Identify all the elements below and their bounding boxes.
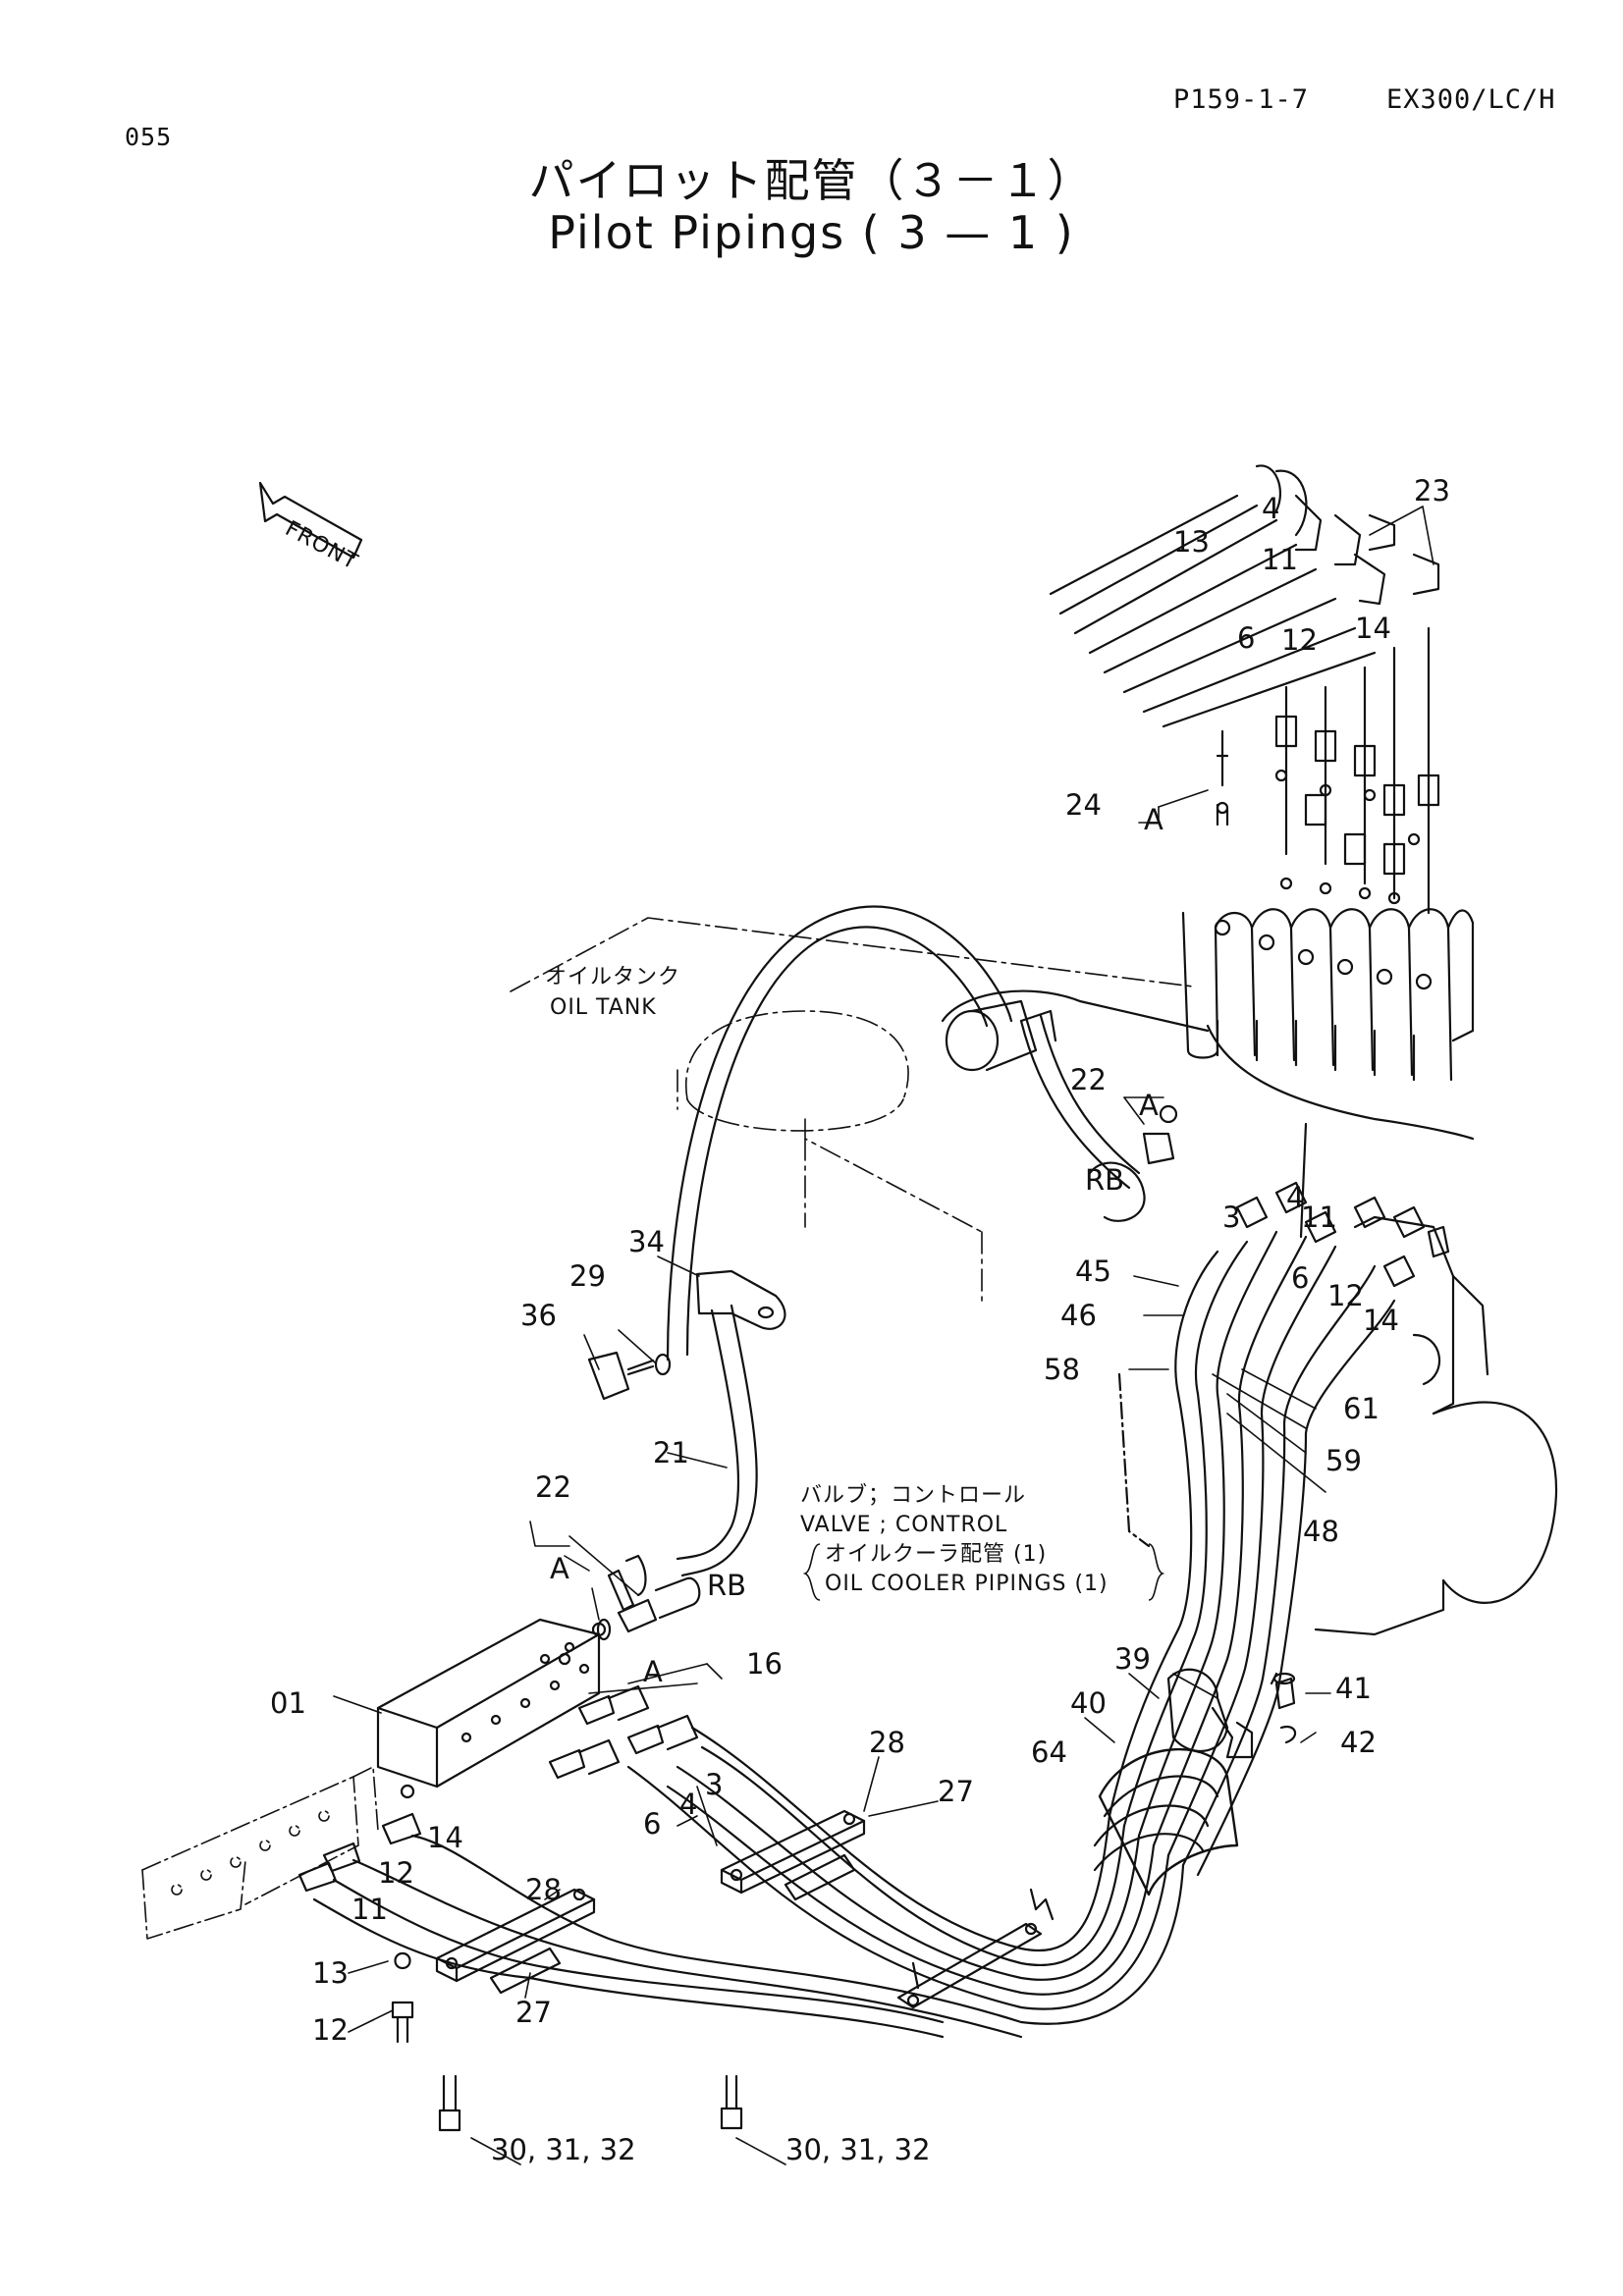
callout-29: 29 bbox=[569, 1259, 606, 1293]
callout-46: 46 bbox=[1060, 1299, 1097, 1332]
page-title-japanese: パイロット配管（３－１） bbox=[528, 154, 1095, 207]
callout-13: 13 bbox=[312, 1956, 349, 1990]
callout-24: 24 bbox=[1065, 788, 1102, 822]
callout-34: 34 bbox=[628, 1225, 665, 1258]
callout-12: 12 bbox=[1327, 1279, 1364, 1312]
callout-28: 28 bbox=[525, 1873, 562, 1906]
clamp-plates bbox=[435, 1809, 1055, 2009]
bolts-lower bbox=[391, 1554, 1278, 2132]
callout-41: 41 bbox=[1335, 1672, 1372, 1705]
callout-6: 6 bbox=[643, 1807, 661, 1841]
hose-rb-upper bbox=[941, 989, 1210, 1222]
leader-lines bbox=[333, 506, 1434, 2165]
callout-13: 13 bbox=[1173, 525, 1210, 559]
callout-40: 40 bbox=[1070, 1686, 1107, 1720]
oil-tank-label-en: OIL TANK bbox=[550, 995, 657, 1020]
label-rb-upper: RB bbox=[1085, 1163, 1124, 1197]
callout-6: 6 bbox=[1237, 621, 1255, 655]
callout-6: 6 bbox=[1291, 1261, 1309, 1295]
callout-23: 23 bbox=[1414, 474, 1450, 507]
callout-11: 11 bbox=[352, 1893, 388, 1926]
callout-61: 61 bbox=[1343, 1392, 1380, 1425]
cooler-label-en: OIL COOLER PIPINGS (1) bbox=[825, 1572, 1109, 1596]
callout-11: 11 bbox=[1301, 1201, 1337, 1234]
callout-3: 3 bbox=[1222, 1201, 1240, 1234]
callout-14: 14 bbox=[427, 1821, 463, 1854]
label-a1: A bbox=[1144, 803, 1163, 836]
model-number: EX300/LC/H bbox=[1386, 84, 1556, 115]
oil-tank-outline bbox=[510, 917, 1194, 1307]
lower-hose-bundle bbox=[312, 1181, 1450, 2039]
oil-tank-label-jp: オイルタンク bbox=[545, 965, 680, 989]
callout-14: 14 bbox=[1355, 612, 1391, 645]
callout-12: 12 bbox=[378, 1856, 414, 1890]
page-number: 055 bbox=[125, 123, 173, 151]
callout-3: 3 bbox=[705, 1768, 723, 1801]
callout-45: 45 bbox=[1075, 1255, 1111, 1288]
callout-4: 4 bbox=[679, 1788, 697, 1821]
callout-64: 64 bbox=[1031, 1735, 1067, 1769]
callout-12: 12 bbox=[1281, 623, 1318, 657]
label-a4: A bbox=[643, 1655, 663, 1688]
callout-42: 42 bbox=[1340, 1726, 1377, 1759]
callout-36: 36 bbox=[520, 1299, 557, 1332]
callout-59: 59 bbox=[1325, 1444, 1362, 1477]
callout-4: 4 bbox=[1262, 492, 1279, 525]
valve-label-en: VALVE ; CONTROL bbox=[800, 1513, 1007, 1537]
callout-39: 39 bbox=[1114, 1642, 1151, 1676]
page-title-english: Pilot Pipings ( 3 — 1 ) bbox=[548, 206, 1075, 259]
mounting-bracket bbox=[141, 1766, 379, 1940]
callout-4: 4 bbox=[1286, 1181, 1304, 1214]
label-rb-lower: RB bbox=[707, 1569, 746, 1602]
callout-30-31-32: 30, 31, 32 bbox=[785, 2133, 931, 2166]
cooler-label-jp: オイルクーラ配管 (1) bbox=[825, 1542, 1047, 1567]
hose-21 bbox=[666, 905, 1013, 1577]
callout-27: 27 bbox=[938, 1775, 974, 1808]
callout-12: 12 bbox=[312, 2013, 349, 2047]
upper-hose-bundle bbox=[1049, 464, 1440, 728]
callout-22: 22 bbox=[1070, 1063, 1107, 1096]
callout-30-31-32: 30, 31, 32 bbox=[491, 2133, 636, 2166]
callout-58: 58 bbox=[1044, 1353, 1080, 1386]
manifold-fittings bbox=[298, 1576, 701, 1893]
front-arrow-label: FRONT bbox=[281, 516, 362, 575]
valve-label-jp: バルブ；コントロール bbox=[800, 1483, 1026, 1508]
hose-clamp-39-40 bbox=[1093, 1668, 1297, 1896]
control-valve-outline bbox=[1117, 1215, 1558, 1636]
callout-22: 22 bbox=[535, 1470, 571, 1504]
valve-block-top bbox=[1181, 626, 1475, 1239]
callout-labels: FRONT 23 13 4 11 6 12 14 24 A オイルタンク OIL… bbox=[270, 474, 1450, 2166]
callout-14: 14 bbox=[1363, 1304, 1399, 1337]
callout-21: 21 bbox=[653, 1436, 689, 1469]
callout-11: 11 bbox=[1262, 543, 1298, 576]
front-arrow-icon bbox=[258, 481, 363, 560]
label-a2: A bbox=[1139, 1089, 1159, 1122]
callout-01: 01 bbox=[270, 1686, 306, 1720]
reference-number: P159-1-7 bbox=[1173, 84, 1310, 115]
label-a3: A bbox=[550, 1552, 569, 1585]
callout-28: 28 bbox=[869, 1726, 905, 1759]
callout-48: 48 bbox=[1303, 1515, 1339, 1548]
callout-16: 16 bbox=[746, 1647, 783, 1681]
manifold-block-01 bbox=[376, 1618, 601, 1789]
callout-27: 27 bbox=[515, 1996, 552, 2029]
clamp-34 bbox=[587, 1269, 786, 1401]
